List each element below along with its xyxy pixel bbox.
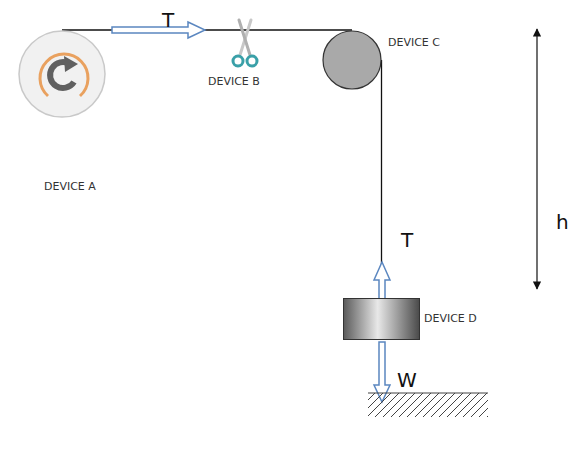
height-label: h (556, 210, 569, 234)
height-dimension (536, 29, 537, 289)
device-label: DEVICE C (388, 36, 440, 49)
rope (62, 29, 352, 30)
tension-arrow (112, 22, 205, 38)
weight-label: W (397, 368, 417, 392)
motor-device: DEVICE A (18, 30, 106, 118)
tension-label: T (401, 228, 413, 252)
ground (368, 393, 488, 417)
pulley: DEVICE C (322, 30, 382, 90)
tension-label: T (162, 8, 174, 32)
device-label: DEVICE B (208, 75, 260, 88)
pulley-outline (322, 30, 382, 90)
mass-block-outline (343, 298, 420, 340)
mass-block: DEVICE D (343, 298, 420, 340)
device-label: DEVICE D (424, 312, 477, 325)
motor-device-outline (18, 30, 106, 118)
device-label: DEVICE A (44, 180, 96, 193)
scissors-symbol (233, 20, 257, 66)
